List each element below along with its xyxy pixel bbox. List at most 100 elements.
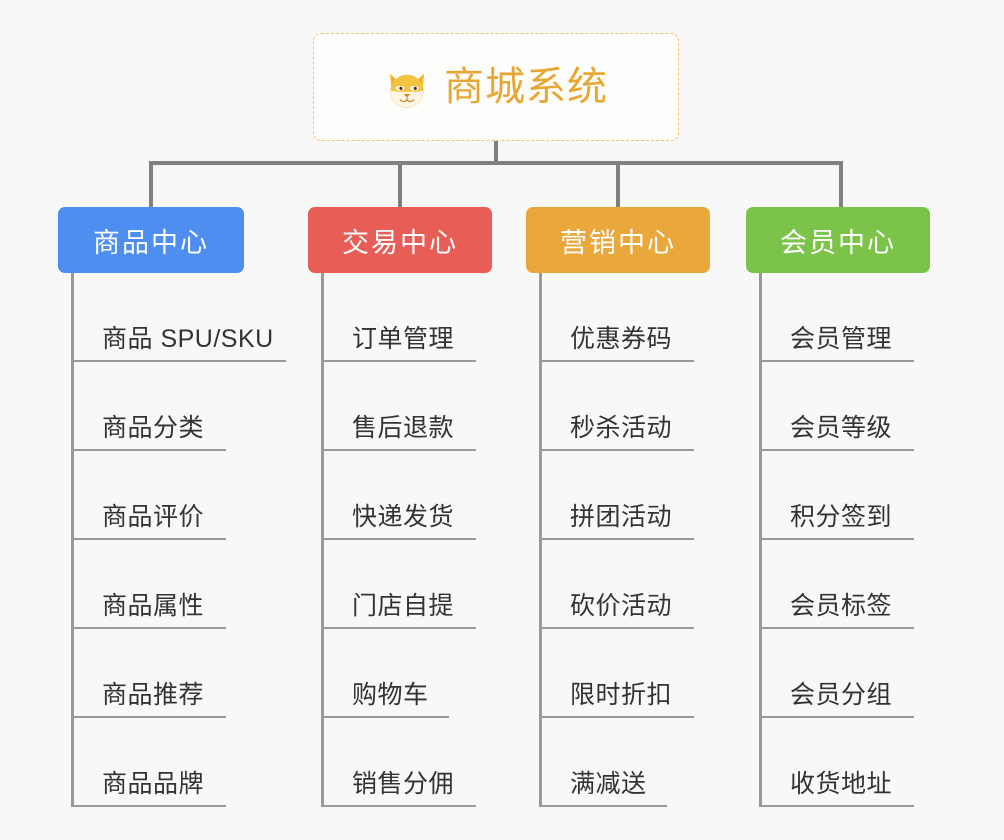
column-member-center: 会员中心 会员管理 会员等级 积分签到 会员标签 会员分组 <box>746 207 930 807</box>
leaf-item[interactable]: 限时折扣 <box>526 629 710 718</box>
leaf-underline <box>321 627 476 629</box>
leaf-label: 砍价活动 <box>570 592 673 620</box>
leaf-label: 商品评价 <box>102 503 205 531</box>
category-header-trade-center[interactable]: 交易中心 <box>308 207 492 273</box>
connector-trunk <box>494 141 498 165</box>
leaf-label: 订单管理 <box>352 325 455 353</box>
leaf-label: 快递发货 <box>352 503 455 531</box>
leaf-item[interactable]: 会员管理 <box>746 273 930 362</box>
leaf-label: 秒杀活动 <box>570 414 673 442</box>
leaf-list: 会员管理 会员等级 积分签到 会员标签 会员分组 收货地址 <box>746 273 930 807</box>
leaf-item[interactable]: 门店自提 <box>308 540 492 629</box>
column-trade-center: 交易中心 订单管理 售后退款 快递发货 门店自提 购物车 <box>308 207 492 807</box>
leaf-list: 订单管理 售后退款 快递发货 门店自提 购物车 销售分佣 <box>308 273 492 807</box>
leaf-underline <box>71 716 226 718</box>
leaf-underline <box>71 360 286 362</box>
leaf-underline <box>321 360 476 362</box>
leaf-item[interactable]: 收货地址 <box>746 718 930 807</box>
leaf-underline <box>539 805 667 807</box>
leaf-item[interactable]: 优惠券码 <box>526 273 710 362</box>
leaf-item[interactable]: 商品品牌 <box>58 718 244 807</box>
column-product-center: 商品中心 商品 SPU/SKU 商品分类 商品评价 商品属性 商品推荐 <box>58 207 286 807</box>
leaf-underline <box>71 627 226 629</box>
leaf-underline <box>539 449 694 451</box>
column-spine <box>321 273 324 807</box>
category-header-product-center[interactable]: 商品中心 <box>58 207 244 273</box>
leaf-label: 满减送 <box>570 770 647 798</box>
leaf-label: 商品 SPU/SKU <box>102 325 274 353</box>
leaf-underline <box>539 538 694 540</box>
leaf-underline <box>539 627 694 629</box>
category-header-label: 交易中心 <box>342 227 458 258</box>
leaf-label: 购物车 <box>352 681 429 709</box>
leaf-item[interactable]: 快递发货 <box>308 451 492 540</box>
leaf-list: 优惠券码 秒杀活动 拼团活动 砍价活动 限时折扣 满减送 <box>526 273 710 807</box>
leaf-item[interactable]: 商品属性 <box>58 540 244 629</box>
leaf-underline <box>759 627 914 629</box>
leaf-underline <box>759 360 914 362</box>
root-node[interactable]: 商城系统 <box>313 33 679 141</box>
category-header-label: 商品中心 <box>93 227 209 258</box>
leaf-underline <box>321 716 449 718</box>
leaf-item[interactable]: 会员标签 <box>746 540 930 629</box>
leaf-item[interactable]: 拼团活动 <box>526 451 710 540</box>
leaf-underline <box>759 716 914 718</box>
column-spine <box>759 273 762 807</box>
leaf-underline <box>321 805 476 807</box>
leaf-label: 会员等级 <box>790 414 893 442</box>
column-marketing-center: 营销中心 优惠券码 秒杀活动 拼团活动 砍价活动 限时折扣 <box>526 207 710 807</box>
leaf-item[interactable]: 积分签到 <box>746 451 930 540</box>
leaf-label: 售后退款 <box>352 414 455 442</box>
leaf-label: 会员分组 <box>790 681 893 709</box>
leaf-underline <box>759 449 914 451</box>
leaf-underline <box>71 449 226 451</box>
leaf-underline <box>321 538 476 540</box>
leaf-item[interactable]: 售后退款 <box>308 362 492 451</box>
connector-drop-product <box>149 161 153 209</box>
leaf-item[interactable]: 销售分佣 <box>308 718 492 807</box>
leaf-label: 收货地址 <box>790 770 893 798</box>
connector-drop-member <box>839 161 843 209</box>
leaf-list: 商品 SPU/SKU 商品分类 商品评价 商品属性 商品推荐 商品品牌 <box>58 273 286 807</box>
leaf-label: 商品品牌 <box>102 770 205 798</box>
leaf-item[interactable]: 商品推荐 <box>58 629 244 718</box>
leaf-underline <box>759 538 914 540</box>
category-header-member-center[interactable]: 会员中心 <box>746 207 930 273</box>
leaf-item[interactable]: 订单管理 <box>308 273 492 362</box>
leaf-underline <box>759 805 914 807</box>
leaf-label: 拼团活动 <box>570 503 673 531</box>
leaf-item[interactable]: 秒杀活动 <box>526 362 710 451</box>
root-title: 商城系统 <box>444 65 608 109</box>
leaf-item[interactable]: 满减送 <box>526 718 710 807</box>
leaf-label: 会员标签 <box>790 592 893 620</box>
leaf-underline <box>539 360 694 362</box>
leaf-item[interactable]: 会员等级 <box>746 362 930 451</box>
leaf-label: 门店自提 <box>352 592 455 620</box>
leaf-underline <box>71 538 226 540</box>
leaf-label: 优惠券码 <box>570 325 673 353</box>
connector-drop-trade <box>398 161 402 209</box>
leaf-item[interactable]: 会员分组 <box>746 629 930 718</box>
shiba-dog-face-icon <box>384 66 430 112</box>
leaf-underline <box>71 805 226 807</box>
category-header-label: 会员中心 <box>780 227 896 258</box>
leaf-item[interactable]: 砍价活动 <box>526 540 710 629</box>
category-header-marketing-center[interactable]: 营销中心 <box>526 207 710 273</box>
leaf-label: 会员管理 <box>790 325 893 353</box>
leaf-label: 限时折扣 <box>570 681 673 709</box>
leaf-item[interactable]: 商品 SPU/SKU <box>58 273 286 362</box>
connector-horizontal-bar <box>149 161 843 165</box>
leaf-item[interactable]: 商品评价 <box>58 451 244 540</box>
leaf-item[interactable]: 商品分类 <box>58 362 244 451</box>
leaf-label: 积分签到 <box>790 503 893 531</box>
leaf-label: 销售分佣 <box>352 770 455 798</box>
leaf-label: 商品推荐 <box>102 681 205 709</box>
leaf-underline <box>539 716 694 718</box>
column-spine <box>71 273 74 807</box>
leaf-label: 商品属性 <box>102 592 205 620</box>
leaf-underline <box>321 449 476 451</box>
leaf-label: 商品分类 <box>102 414 205 442</box>
column-spine <box>539 273 542 807</box>
leaf-item[interactable]: 购物车 <box>308 629 492 718</box>
